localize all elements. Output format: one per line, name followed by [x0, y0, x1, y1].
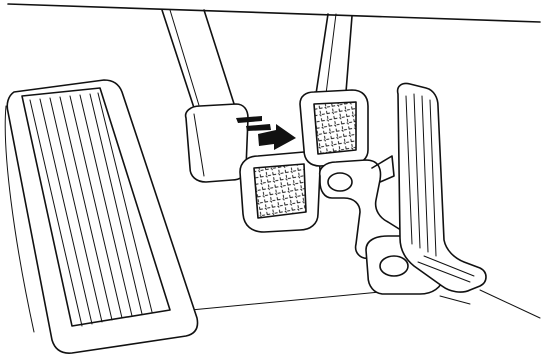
second-pedal [300, 14, 368, 166]
lower-floor-line [440, 296, 470, 304]
brake-pedal-arm [162, 10, 248, 182]
floor-mat-pedal [5, 80, 197, 353]
accelerator-pedal [398, 83, 486, 292]
brake-pedal-pad [240, 152, 320, 232]
